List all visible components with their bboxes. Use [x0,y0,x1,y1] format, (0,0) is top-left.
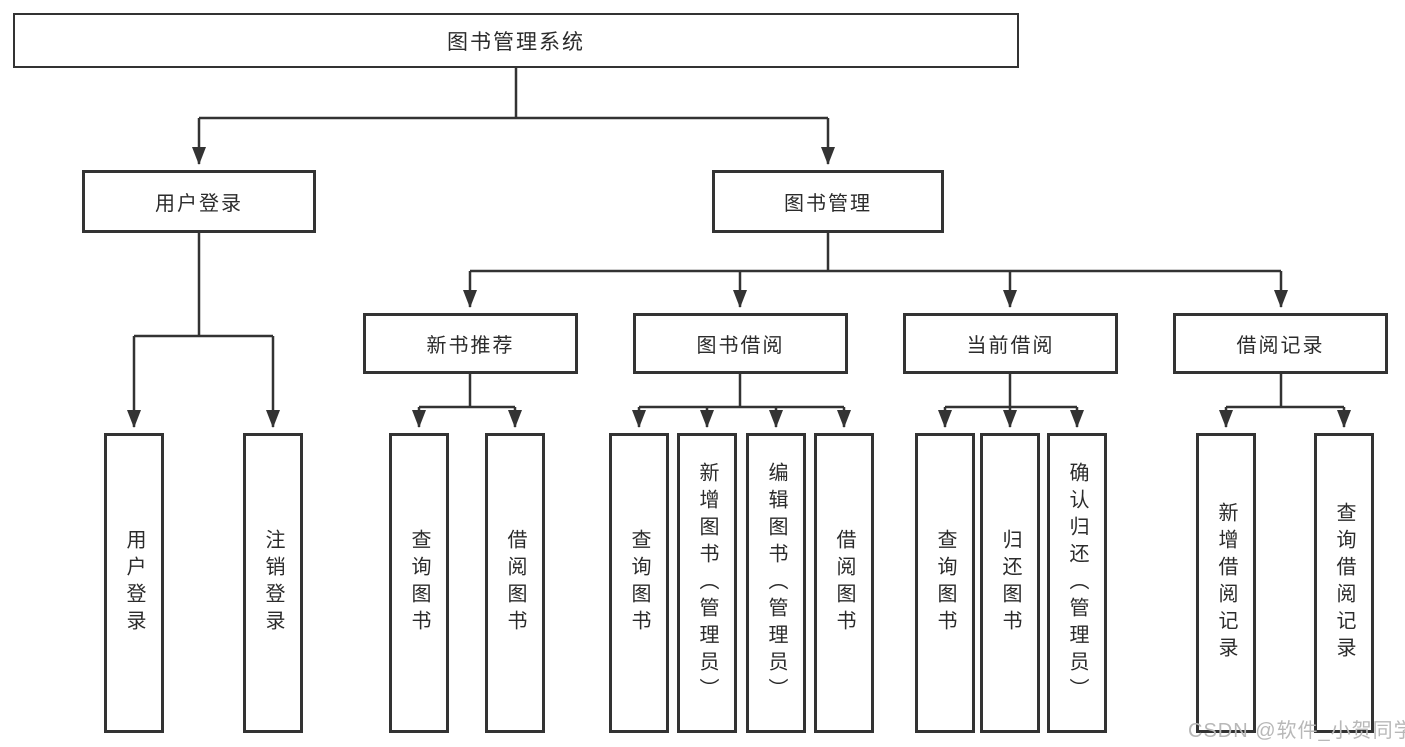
node-borrow-records: 借阅记录 [1173,313,1388,374]
leaf-query-borrow-record: 查询借阅记录 [1314,433,1374,733]
leaf-user-login: 用户登录 [104,433,164,733]
leaf-query-books-current: 查询图书 [915,433,975,733]
node-current-borrow: 当前借阅 [903,313,1118,374]
leaf-edit-book-admin: 编辑图书（管理员） [746,433,806,733]
leaf-query-books-recommend: 查询图书 [389,433,449,733]
leaf-add-book-admin: 新增图书（管理员） [677,433,737,733]
node-new-book-recommend: 新书推荐 [363,313,578,374]
node-book-management: 图书管理 [712,170,944,233]
node-book-borrow: 图书借阅 [633,313,848,374]
node-library-management-system: 图书管理系统 [13,13,1019,68]
csdn-watermark: CSDN @软件_小贺同学 [1188,720,1405,742]
leaf-add-borrow-record: 新增借阅记录 [1196,433,1256,733]
leaf-logout: 注销登录 [243,433,303,733]
leaf-borrow-books: 借阅图书 [814,433,874,733]
node-user-login: 用户登录 [82,170,316,233]
leaf-return-book: 归还图书 [980,433,1040,733]
leaf-confirm-return-admin: 确认归还（管理员） [1047,433,1107,733]
leaf-query-books-borrow: 查询图书 [609,433,669,733]
leaf-borrow-books-recommend: 借阅图书 [485,433,545,733]
